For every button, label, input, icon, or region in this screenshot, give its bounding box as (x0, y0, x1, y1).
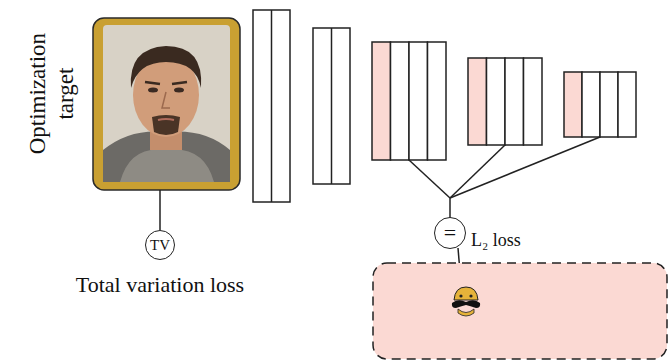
node-text: TV (150, 238, 170, 253)
loss-label: L₂ loss (471, 230, 521, 251)
node-text: = (444, 222, 456, 244)
style-region (373, 263, 667, 359)
loss-label: Total variation loss (76, 272, 244, 298)
photo-background (103, 25, 230, 182)
leader-line (159, 190, 161, 230)
loss-circle: TV (145, 230, 175, 260)
network-layers (253, 10, 636, 202)
mustache-icon (452, 287, 480, 316)
loss-circle: = (434, 217, 466, 249)
photo-frame (93, 18, 240, 190)
portrait-illustration (103, 46, 230, 182)
axis-title: Optimization target (24, 24, 79, 164)
